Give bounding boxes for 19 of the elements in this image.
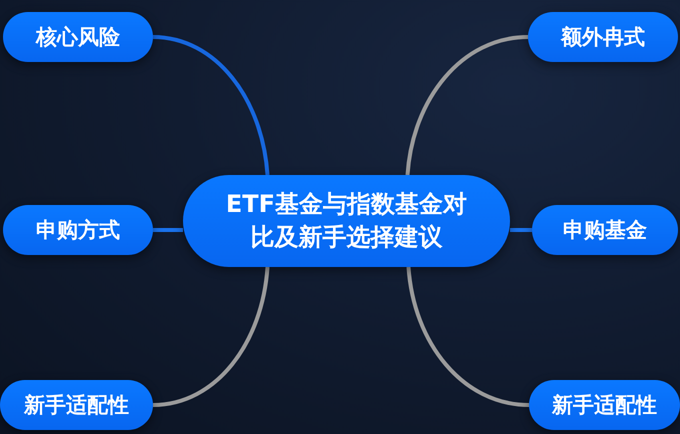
branch-topic-pill: [3, 205, 153, 255]
branch-topic-pill: [3, 12, 153, 62]
branch-topic-pill: [532, 205, 678, 255]
connector-line: [406, 266, 530, 407]
topic-text: 核心风险: [36, 24, 120, 50]
topic-text: 额外冉式: [561, 24, 645, 50]
branch-topic-pill: [529, 380, 680, 430]
topic-text: 新手适配性: [552, 392, 657, 418]
connector-line: [152, 266, 270, 407]
connector-line: [510, 228, 532, 232]
branch-topic-pill: [528, 12, 678, 62]
topic-text: 申购方式: [36, 218, 120, 242]
connector-line: [153, 228, 183, 232]
connector-line: [152, 35, 270, 176]
branch-topic-pill: [0, 380, 153, 430]
topic-text: 申购基金: [563, 218, 647, 242]
topic-text: ETF基金与指数基金对比及新手选择建议: [224, 189, 468, 253]
connector-line: [406, 35, 528, 176]
topic-text: 新手适配性: [24, 392, 129, 418]
